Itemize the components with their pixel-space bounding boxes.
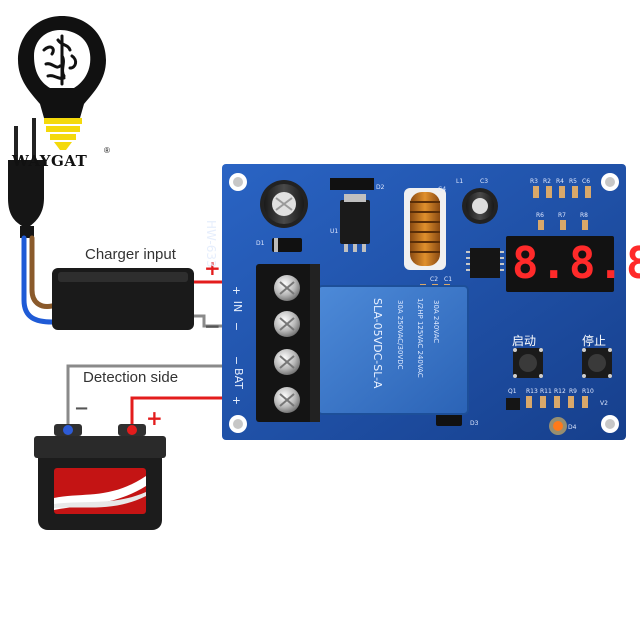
ref-r5: R5 bbox=[569, 178, 577, 185]
diode-d3 bbox=[436, 414, 462, 426]
brain-bulb-logo bbox=[18, 16, 106, 150]
ref-d1: D1 bbox=[256, 240, 265, 247]
board-model-label: HW-633 bbox=[204, 220, 218, 268]
ref-r2: R2 bbox=[543, 178, 551, 185]
brand-logo-text: WAYGAT bbox=[12, 152, 88, 170]
charger-minus-sign: − bbox=[204, 314, 221, 338]
registered-mark: ® bbox=[104, 146, 110, 155]
ref-q1: Q1 bbox=[508, 388, 517, 395]
ref-c2: C2 bbox=[430, 276, 439, 283]
ref-v2: V2 bbox=[600, 400, 608, 407]
board-bat-minus: − bbox=[230, 355, 244, 366]
ref-d3: D3 bbox=[470, 420, 479, 427]
transistor-q1 bbox=[506, 398, 520, 410]
relay bbox=[317, 285, 469, 415]
ref-d4: D4 bbox=[568, 424, 577, 431]
electrolytic-capacitor-large bbox=[260, 180, 308, 228]
regulator-u1 bbox=[330, 178, 374, 252]
ac-plug bbox=[8, 118, 44, 238]
ref-r7: R7 bbox=[558, 212, 566, 219]
detection-side-label: Detection side bbox=[83, 369, 179, 386]
relay-rating-1: 30A 250VAC/30VDC bbox=[396, 300, 404, 370]
diode-d1 bbox=[272, 238, 302, 252]
ref-r4: R4 bbox=[556, 178, 564, 185]
board-bat-label: BAT bbox=[231, 368, 245, 389]
ref-r8: R8 bbox=[580, 212, 588, 219]
ref-c4: C4 bbox=[438, 186, 447, 193]
seven-segment-readout: 8.8.8 bbox=[512, 238, 640, 289]
ref-u1: U1 bbox=[330, 228, 339, 235]
mains-cable bbox=[21, 235, 55, 325]
battery-plus-sign: + bbox=[146, 406, 163, 430]
relay-rating-3: 30A 240VAC bbox=[432, 300, 440, 344]
board-in-plus: + bbox=[230, 285, 244, 296]
ref-r9: R9 bbox=[569, 388, 577, 395]
battery-minus-sign: − bbox=[74, 398, 90, 419]
ref-d2: D2 bbox=[376, 184, 385, 191]
ref-r12: R12 bbox=[554, 388, 566, 395]
board-in-label: IN bbox=[231, 300, 245, 313]
seven-segment-display-housing bbox=[506, 236, 614, 292]
charger-adapter bbox=[52, 268, 194, 330]
ref-r3: R3 bbox=[530, 178, 538, 185]
electrolytic-capacitor-small bbox=[462, 188, 498, 224]
charger-input-label: Charger input bbox=[85, 246, 176, 263]
status-led bbox=[549, 417, 567, 435]
relay-rating-2: 1/2HP 125VAC 240VAC bbox=[416, 298, 424, 378]
microcontroller-chip bbox=[466, 248, 504, 278]
ref-l1: L1 bbox=[456, 178, 464, 185]
ref-c6: C6 bbox=[582, 178, 591, 185]
board-bat-plus: + bbox=[230, 395, 244, 406]
ref-r10: R10 bbox=[582, 388, 594, 395]
battery bbox=[34, 424, 166, 530]
stop-button-body[interactable] bbox=[582, 348, 612, 378]
ref-r11: R11 bbox=[540, 388, 552, 395]
relay-model-label: SLA-05VDC-SL-A bbox=[371, 298, 384, 389]
terminal-block bbox=[256, 264, 320, 422]
charger-plus-sign: + bbox=[204, 256, 221, 280]
ref-r13: R13 bbox=[526, 388, 538, 395]
ref-r6: R6 bbox=[536, 212, 544, 219]
ref-c1: C1 bbox=[444, 276, 453, 283]
start-button-label: 启动 bbox=[512, 334, 537, 348]
board-in-minus: − bbox=[230, 321, 244, 332]
start-button-body[interactable] bbox=[513, 348, 543, 378]
stop-button-label: 停止 bbox=[582, 334, 607, 348]
ref-c3: C3 bbox=[480, 178, 489, 185]
inductor-coil bbox=[404, 188, 446, 270]
